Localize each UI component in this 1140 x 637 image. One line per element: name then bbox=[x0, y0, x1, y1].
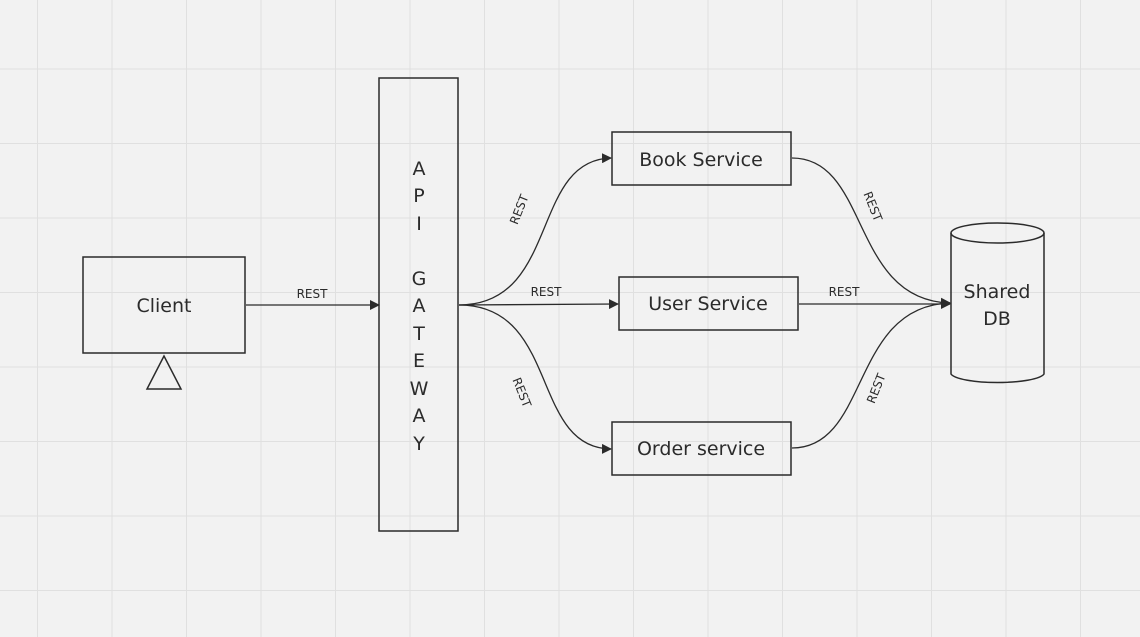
gateway-letter: E bbox=[413, 350, 425, 372]
gateway-letter: P bbox=[413, 185, 424, 207]
edge-gateway-to-book[interactable] bbox=[458, 153, 612, 306]
api-gateway-node[interactable]: A P I G A T E W A Y bbox=[378, 77, 459, 532]
user-service-label: User Service bbox=[648, 293, 768, 315]
gateway-letter: I bbox=[416, 213, 422, 235]
edge-label-gateway-to-order: REST bbox=[509, 376, 534, 410]
order-service-node[interactable]: Order service bbox=[611, 421, 792, 476]
gateway-letter: A bbox=[413, 405, 426, 427]
shared-db-label-line1: Shared bbox=[964, 281, 1031, 303]
edge-label-gateway-to-book: REST bbox=[507, 192, 532, 226]
user-service-node[interactable]: User Service bbox=[618, 276, 799, 331]
shared-db-node[interactable]: Shared DB bbox=[950, 222, 1045, 384]
database-cylinder-top bbox=[950, 222, 1045, 244]
edge-gateway-to-order[interactable] bbox=[458, 304, 612, 454]
gateway-letter: A bbox=[413, 295, 426, 317]
order-service-box[interactable] bbox=[611, 421, 792, 476]
gateway-letter: W bbox=[410, 378, 429, 400]
edge-label-client-to-gateway: REST bbox=[297, 287, 329, 301]
edge-book-to-db[interactable] bbox=[791, 157, 951, 308]
edge-gateway-to-user[interactable] bbox=[458, 299, 619, 310]
database-cylinder-body bbox=[950, 233, 1045, 384]
edge-label-book-to-db: REST bbox=[860, 190, 885, 224]
client-label: Client bbox=[136, 295, 191, 317]
edge-label-user-to-db: REST bbox=[829, 285, 861, 299]
book-service-label: Book Service bbox=[639, 149, 763, 171]
edge-label-gateway-to-user: REST bbox=[531, 285, 563, 299]
edge-label-order-to-db: REST bbox=[864, 371, 889, 405]
book-service-box[interactable] bbox=[611, 131, 792, 186]
gateway-letter: A bbox=[413, 158, 426, 180]
gateway-letter: T bbox=[412, 323, 425, 345]
book-service-node[interactable]: Book Service bbox=[611, 131, 792, 186]
gateway-letter: G bbox=[412, 268, 427, 290]
user-service-box[interactable] bbox=[618, 276, 799, 331]
client-node[interactable]: Client bbox=[82, 256, 246, 390]
order-service-label: Order service bbox=[637, 438, 765, 460]
edge-order-to-db[interactable] bbox=[791, 298, 951, 449]
shared-db-label-line2: DB bbox=[983, 308, 1011, 330]
client-box[interactable] bbox=[82, 256, 246, 354]
gateway-letter: Y bbox=[412, 433, 425, 455]
actor-triangle-icon bbox=[145, 354, 183, 390]
